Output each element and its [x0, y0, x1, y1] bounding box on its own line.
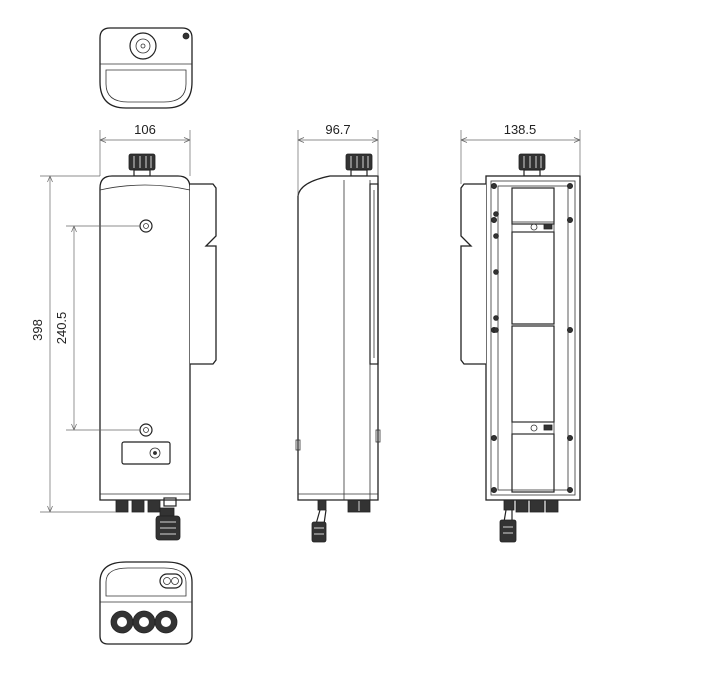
bottom-oval-port — [159, 573, 183, 589]
side-cable-gland — [311, 521, 327, 543]
connector-3 — [147, 499, 161, 513]
dimension-front-width: 106 — [134, 122, 156, 137]
upper-mounting-hole — [139, 219, 153, 233]
lower-mounting-hole — [139, 423, 153, 437]
front-view — [99, 153, 217, 541]
front-housing — [99, 175, 191, 501]
back-wall-bracket — [460, 183, 486, 365]
top-view — [99, 27, 193, 109]
side-view — [295, 153, 381, 543]
front-panel — [121, 441, 171, 465]
connector-2 — [131, 499, 145, 513]
back-cable-gland — [499, 519, 517, 543]
back-housing — [485, 175, 581, 501]
back-view — [460, 153, 581, 543]
dimension-back-width: 138.5 — [504, 122, 537, 137]
dimension-hole-spacing: 240.5 — [54, 312, 69, 345]
dimension-total-height: 398 — [30, 319, 45, 341]
dimension-lines — [40, 130, 581, 513]
side-housing — [297, 175, 379, 501]
connector-1 — [115, 499, 129, 513]
bottom-view — [99, 561, 193, 645]
wall-bracket — [190, 183, 217, 365]
dimension-side-depth: 96.7 — [325, 122, 350, 137]
